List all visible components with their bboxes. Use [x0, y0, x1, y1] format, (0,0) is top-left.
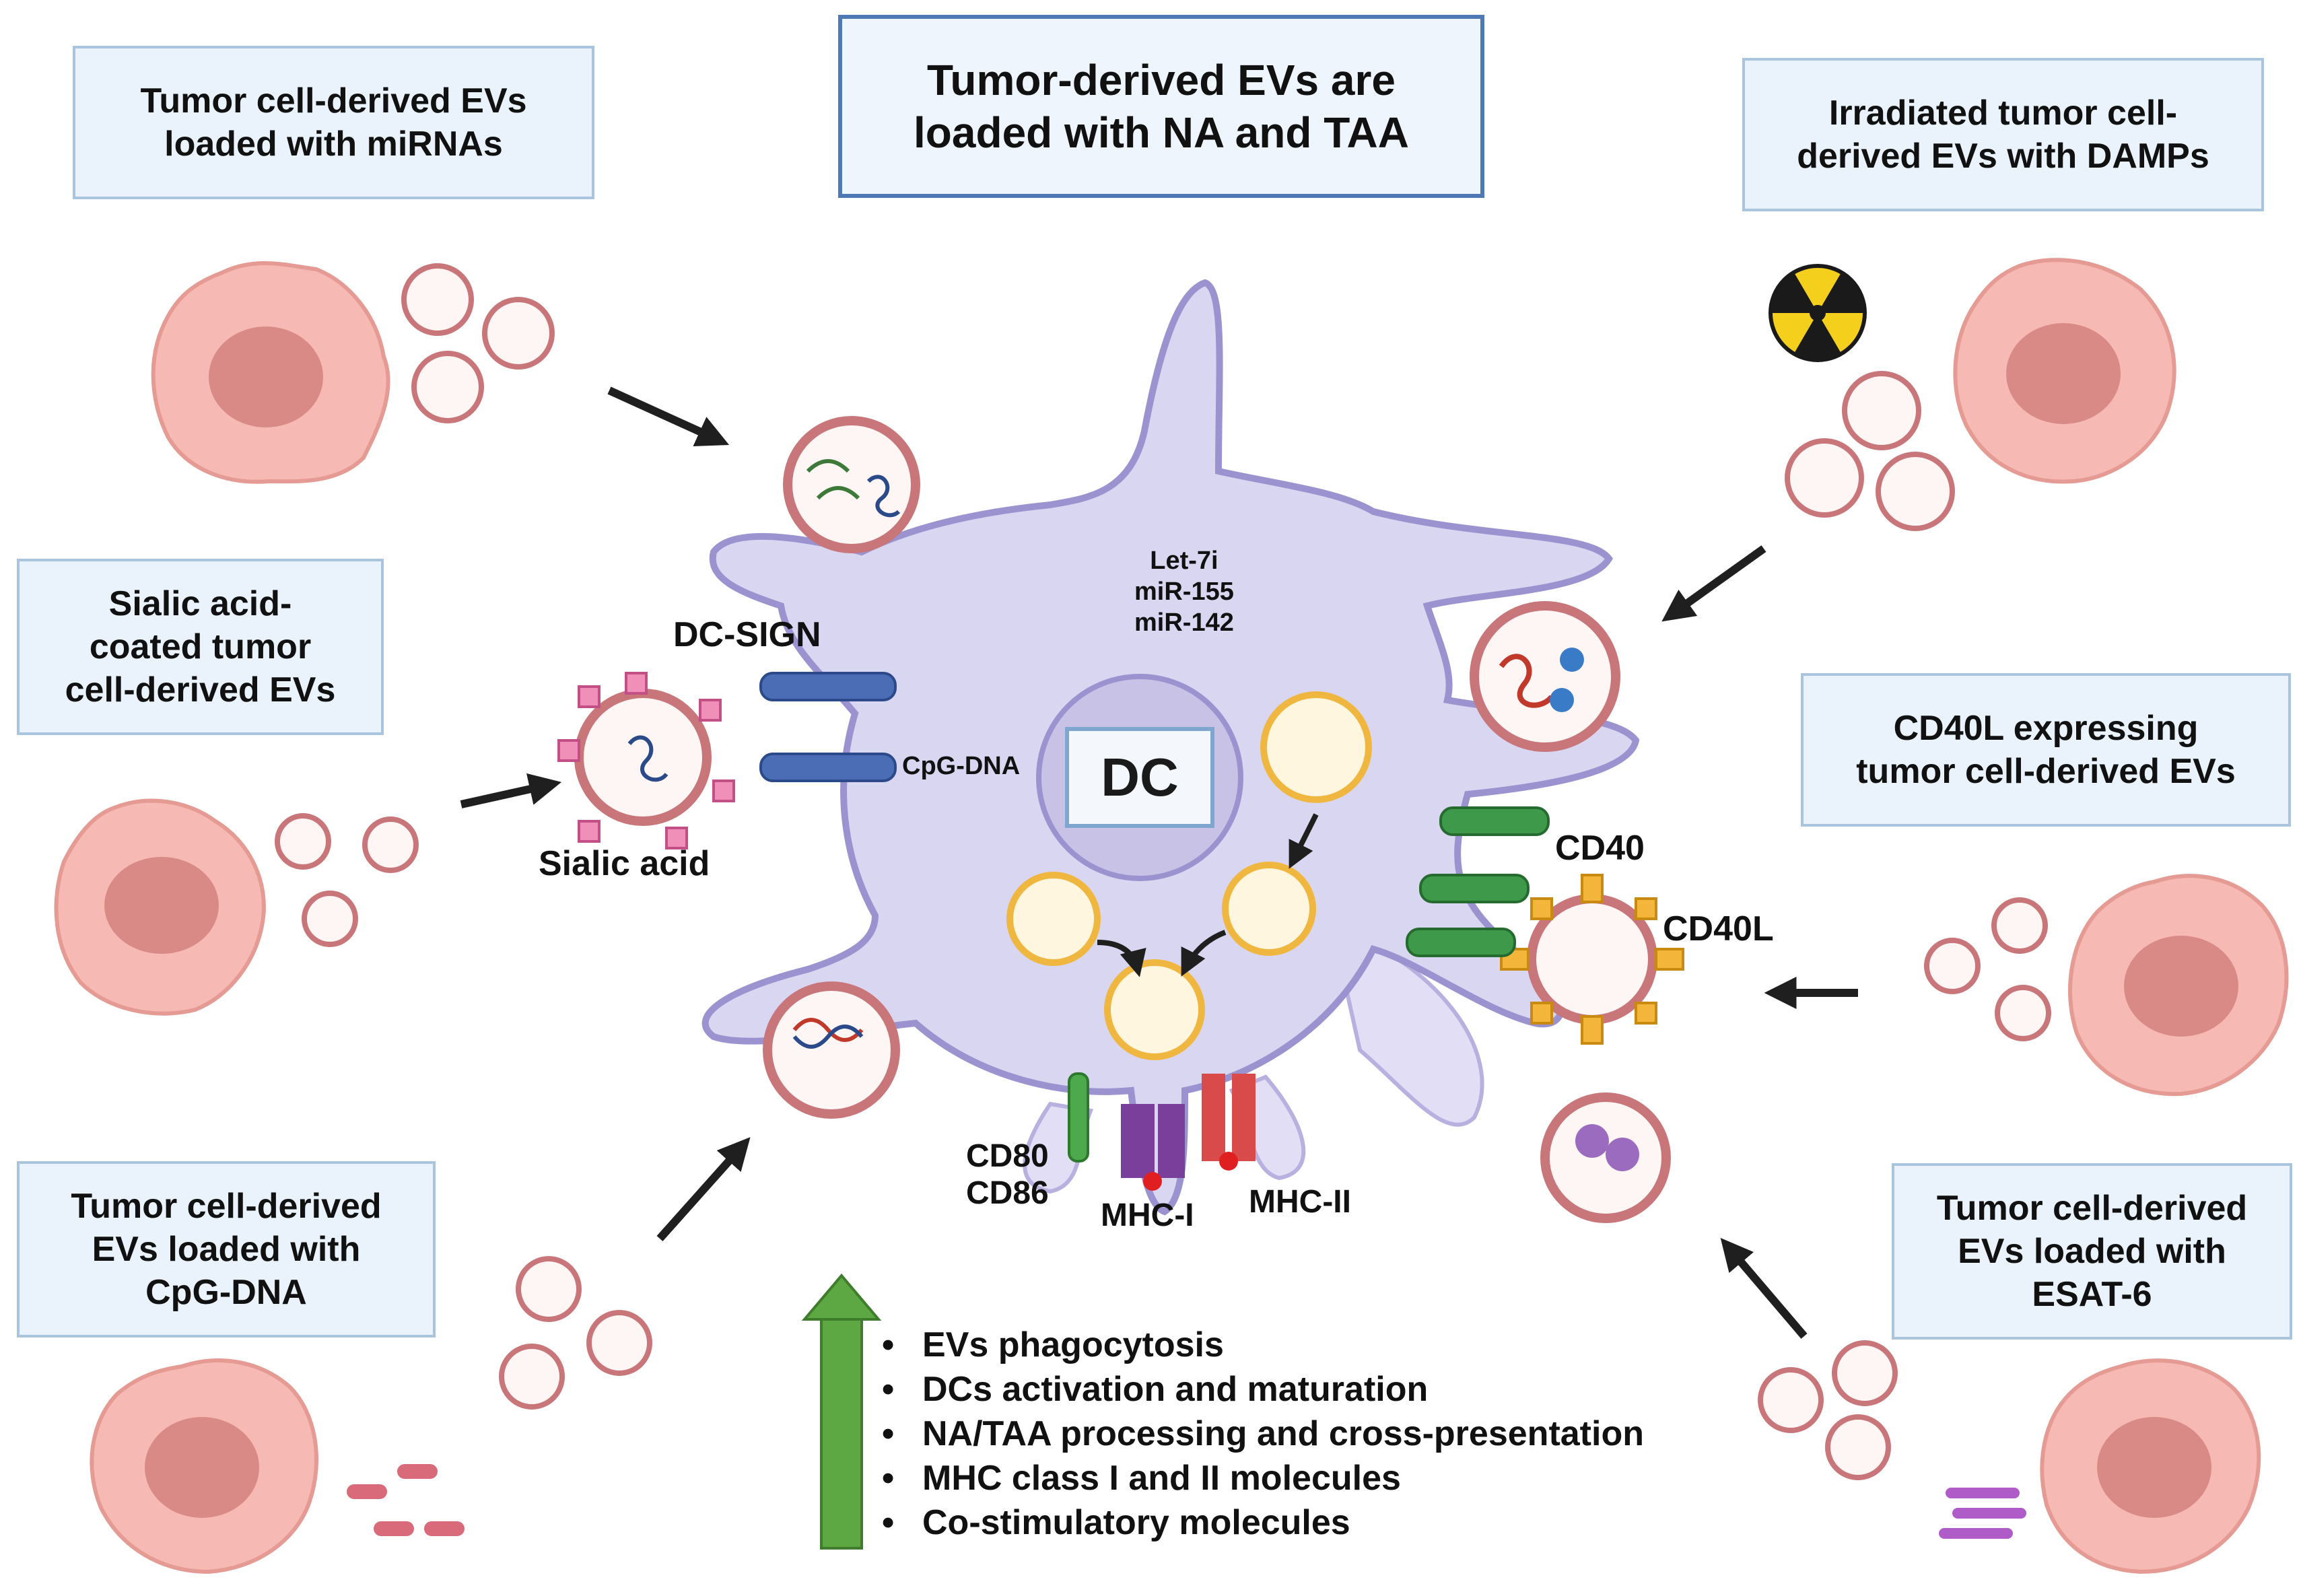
small-evs-damps	[1785, 371, 1955, 531]
radiation-icon	[1768, 264, 1867, 362]
tumor-cell-bottom-right	[2040, 1358, 2261, 1574]
processing-arrow-1	[1289, 813, 1319, 869]
dc-sign-receptor-shapes	[759, 672, 897, 782]
small-evs-cd40l	[1924, 897, 2051, 1041]
tumor-cell-top-left	[151, 261, 390, 484]
tumor-cell-bottom-left	[90, 1358, 318, 1574]
panel-esat: Tumor cell-derived EVs loaded with ESAT-…	[1892, 1163, 2292, 1340]
dc-sign-label: DC-SIGN	[673, 615, 821, 654]
panel-cd40l-line-1: CD40L expressing	[1893, 709, 2199, 748]
mhc-i-shape	[1121, 1104, 1185, 1191]
panel-esat-line-1: Tumor cell-derived	[1936, 1189, 2248, 1228]
esat6-protein-icons	[1939, 1488, 2026, 1539]
processing-arrow-3	[1181, 930, 1227, 977]
mirna-list: Let-7i miR-155 miR-142	[1134, 545, 1234, 638]
tumor-cell-mid-left	[54, 798, 266, 1016]
arrow-esat	[1720, 1238, 1808, 1339]
dc-label: DC	[1065, 727, 1214, 828]
effect-item: NA/TAA processing and cross-presentation	[875, 1412, 1644, 1456]
increase-arrow-icon	[801, 1273, 882, 1550]
bacteria-icons	[347, 1464, 465, 1536]
panel-cd40l-line-2: tumor cell-derived EVs	[1856, 752, 2236, 791]
panel-damps-line-1: Irradiated tumor cell-	[1828, 94, 2178, 133]
cd40l-label: CD40L	[1663, 909, 1774, 948]
cd40-label: CD40	[1555, 829, 1645, 868]
arrow-sialic	[460, 773, 562, 808]
cd40-receptor-shapes	[1406, 806, 1550, 957]
mirna-let7i: Let-7i	[1150, 547, 1218, 575]
cd80-label: CD80	[966, 1138, 1049, 1174]
small-evs-sialic	[275, 813, 419, 947]
sialic-acid-label: Sialic acid	[539, 844, 710, 883]
endosomes	[1006, 691, 1372, 1060]
cpg-dna-label: CpG-DNA	[902, 752, 1021, 780]
panel-sialic-line-2: coated tumor	[89, 627, 312, 666]
panel-sialic-line-3: cell-derived EVs	[65, 670, 336, 709]
panel-sialic-line-1: Sialic acid-	[108, 584, 292, 623]
mhc-ii-shape	[1202, 1074, 1256, 1171]
panel-esat-line-2: EVs loaded with	[1958, 1232, 2226, 1271]
effect-item: Co-stimulatory molecules	[875, 1500, 1644, 1545]
ev-esat-large	[1540, 1092, 1671, 1223]
arrow-mirna	[607, 386, 730, 446]
effect-item: EVs phagocytosis	[875, 1323, 1644, 1367]
panel-sialic: Sialic acid- coated tumor cell-derived E…	[17, 559, 384, 735]
ev-cpg-large	[763, 981, 900, 1119]
panel-damps: Irradiated tumor cell- derived EVs with …	[1742, 58, 2264, 211]
ev-cd40l-large	[1500, 874, 1684, 1045]
panel-damps-line-2: derived EVs with DAMPs	[1797, 137, 2209, 176]
mhc-ii-label: MHC-II	[1249, 1184, 1351, 1220]
processing-arrow-2	[1097, 940, 1146, 977]
panel-cd40l: CD40L expressing tumor cell-derived EVs	[1801, 673, 2291, 827]
arrow-damps	[1661, 545, 1766, 622]
title-line-1: Tumor-derived EVs are	[927, 56, 1396, 104]
small-evs-mirna	[401, 263, 555, 423]
title-box: Tumor-derived EVs are loaded with NA and…	[838, 15, 1484, 198]
cd80-shape	[1068, 1072, 1089, 1163]
panel-cpg-line-3: CpG-DNA	[145, 1273, 307, 1312]
effect-item: DCs activation and maturation	[875, 1367, 1644, 1412]
small-evs-esat	[1758, 1340, 1898, 1480]
cd86-label: CD86	[966, 1175, 1049, 1211]
mirna-142: miR-142	[1134, 609, 1234, 637]
panel-cpg-line-1: Tumor cell-derived	[71, 1187, 382, 1226]
panel-esat-line-3: ESAT-6	[2032, 1275, 2152, 1314]
small-evs-cpg	[499, 1256, 652, 1410]
effects-list: EVs phagocytosis DCs activation and matu…	[875, 1323, 1644, 1545]
mirna-155: miR-155	[1134, 578, 1234, 606]
panel-mirna: Tumor cell-derived EVs loaded with miRNA…	[73, 46, 594, 199]
panel-cpg-line-2: EVs loaded with	[92, 1230, 361, 1269]
arrow-cpg	[656, 1137, 751, 1241]
ev-damps-large	[1470, 601, 1620, 752]
ev-sialic-large	[557, 672, 735, 849]
effect-item: MHC class I and II molecules	[875, 1456, 1644, 1500]
panel-mirna-line-2: loaded with miRNAs	[164, 125, 503, 164]
panel-cpg: Tumor cell-derived EVs loaded with CpG-D…	[17, 1161, 436, 1338]
tumor-cell-top-right	[1953, 258, 2176, 484]
mhc-i-label: MHC-I	[1101, 1198, 1194, 1233]
tumor-cell-mid-right	[2068, 874, 2289, 1097]
source-arrows	[460, 386, 1858, 1339]
title-line-2: loaded with NA and TAA	[914, 108, 1409, 157]
ev-mirna-large	[783, 416, 920, 553]
panel-mirna-line-1: Tumor cell-derived EVs	[140, 81, 527, 120]
